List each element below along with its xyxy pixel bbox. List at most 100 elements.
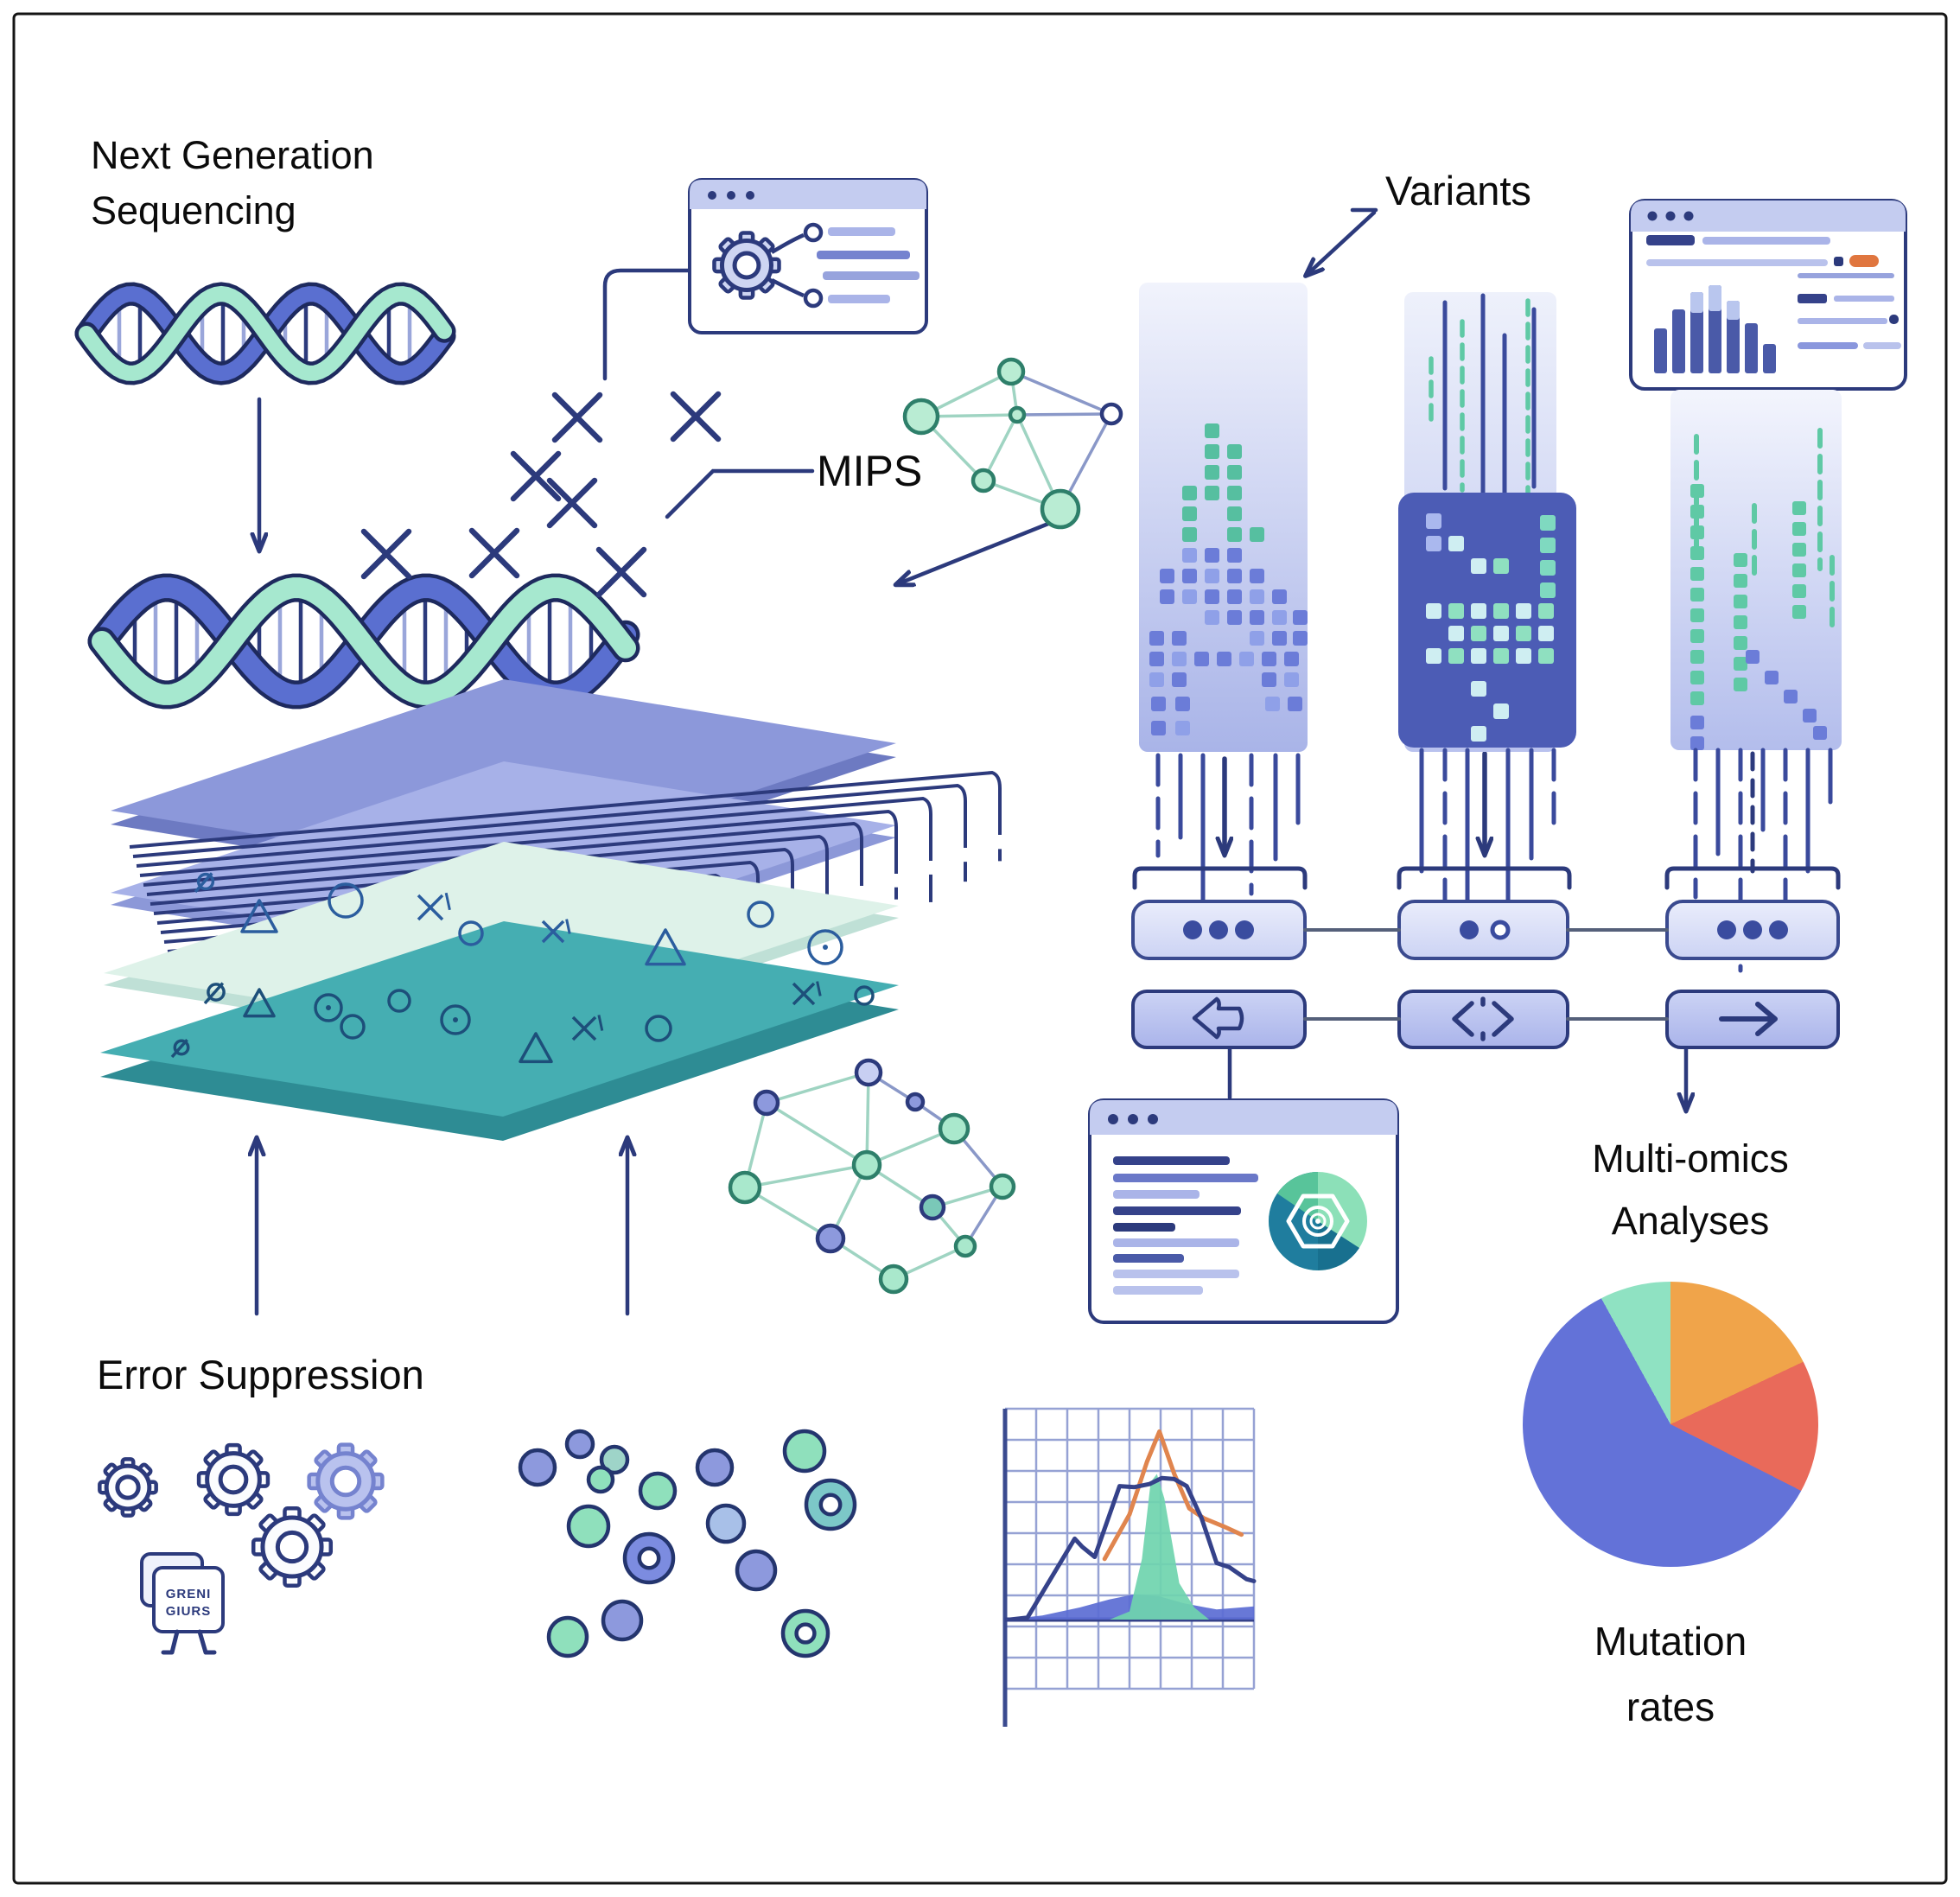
dot — [705, 1503, 747, 1544]
two-dots-icon — [1460, 920, 1511, 940]
network-node — [815, 1223, 846, 1254]
navy-line — [1008, 1475, 1257, 1622]
coverage-chart-thumbnail — [1002, 1407, 1257, 1727]
node-dot — [803, 288, 824, 309]
mips-network-icon — [902, 357, 1123, 530]
window-dot — [1683, 211, 1694, 221]
plate-4 — [100, 921, 899, 1117]
dot — [564, 1429, 595, 1460]
group-bracket — [1664, 866, 1841, 890]
dot — [782, 1429, 827, 1474]
hexagon-gauge-icon — [1269, 1172, 1367, 1271]
dot — [586, 1465, 615, 1494]
gear-icon — [98, 1457, 158, 1518]
x-mark-icon — [468, 527, 520, 579]
node-dot — [803, 222, 824, 243]
window-header — [1090, 1100, 1397, 1135]
undo-arrow-icon — [1192, 996, 1244, 1040]
window-dot — [1665, 211, 1676, 221]
variants-arrow — [1307, 210, 1377, 275]
window-dot — [1647, 211, 1658, 221]
ring-dot-hole — [637, 1546, 661, 1570]
label-line: Multi-omics — [1592, 1136, 1789, 1181]
label-line: Analyses — [1611, 1199, 1770, 1243]
label-mips: MIPS — [817, 447, 923, 495]
label-mutation-rates: Mutation rates — [1541, 1609, 1800, 1741]
flow-arrows — [257, 207, 1755, 1316]
network-node — [1008, 405, 1027, 424]
settings-window — [688, 178, 928, 334]
network-node — [753, 1089, 780, 1117]
dot — [518, 1448, 557, 1487]
ellipsis-icon — [1183, 920, 1254, 939]
window-header — [1631, 201, 1906, 232]
ring-dot-hole — [794, 1622, 817, 1645]
label-line: Next Generation — [91, 133, 374, 177]
dot — [695, 1448, 735, 1487]
x-mark-icon — [595, 546, 647, 598]
label-line: Sequencing — [91, 188, 296, 232]
read-lines — [1429, 293, 1537, 525]
window-dot — [746, 191, 754, 200]
network-node — [878, 1264, 909, 1295]
label-variants: Variants — [1385, 168, 1531, 213]
dot — [599, 1444, 630, 1475]
pileup-squares-2 — [1426, 513, 1556, 742]
elbow-connector — [602, 268, 692, 381]
dot — [638, 1471, 678, 1511]
sign-board-icon: GRENI GIURS — [140, 1552, 225, 1655]
report-window — [1629, 199, 1907, 391]
network-node — [851, 1149, 882, 1181]
x-mark-icon — [360, 528, 412, 580]
x-mark-icon — [510, 450, 562, 502]
gear-icon — [712, 231, 781, 300]
gear-icon — [712, 231, 781, 300]
network-node — [1040, 488, 1081, 530]
mips-pointer-line — [665, 468, 815, 519]
pipeline-steps — [1131, 866, 1841, 1049]
network-node — [919, 1194, 946, 1221]
molecule-dots-cluster — [518, 1429, 857, 1658]
label-error-suppression: Error Suppression — [97, 1352, 424, 1397]
group-bracket — [1397, 866, 1572, 890]
dna-helix-icon — [74, 282, 456, 385]
code-icon — [1452, 996, 1514, 1041]
thumbnail-bar-chart — [1654, 285, 1776, 373]
network-arrow — [897, 521, 1051, 584]
error-suppression-gears — [98, 1442, 385, 1588]
network-node — [996, 357, 1026, 386]
variant-pileup-panels — [1139, 283, 1842, 973]
group-brackets — [1132, 866, 1841, 890]
sign-text: GIURS — [166, 1604, 212, 1619]
window-text-bars — [1113, 1156, 1258, 1295]
gear-icon — [307, 1442, 385, 1520]
label-line: Mutation — [1594, 1619, 1747, 1664]
label-next-generation-sequencing: Next Generation Sequencing — [91, 128, 374, 239]
network-node — [953, 1234, 977, 1258]
pileup-panel-1 — [1139, 283, 1308, 752]
x-mark-icon — [670, 391, 722, 442]
pileup-squares-3 — [1690, 428, 1835, 750]
x-mark-icon — [551, 391, 603, 443]
x-mark-icon — [546, 477, 598, 529]
plate-4-symbols — [170, 981, 875, 1064]
sequencing-layer-stack — [100, 679, 1002, 1141]
arrow-right-icon — [1719, 1002, 1778, 1036]
label-multi-omics-analyses: Multi-omics Analyses — [1535, 1128, 1846, 1252]
dot — [546, 1615, 589, 1658]
ellipsis-icon — [1717, 920, 1788, 939]
network-node — [902, 398, 940, 436]
dot — [566, 1504, 611, 1549]
window-dot — [1128, 1114, 1138, 1124]
network-node — [938, 1112, 970, 1145]
pileup-squares-1 — [1149, 423, 1308, 735]
network-node — [1099, 402, 1123, 426]
network-node — [989, 1173, 1016, 1200]
interaction-network-icon — [728, 1058, 1016, 1295]
green-area — [1110, 1474, 1210, 1620]
orange-badge — [1849, 255, 1879, 267]
network-node — [854, 1058, 883, 1087]
dot — [735, 1549, 778, 1592]
